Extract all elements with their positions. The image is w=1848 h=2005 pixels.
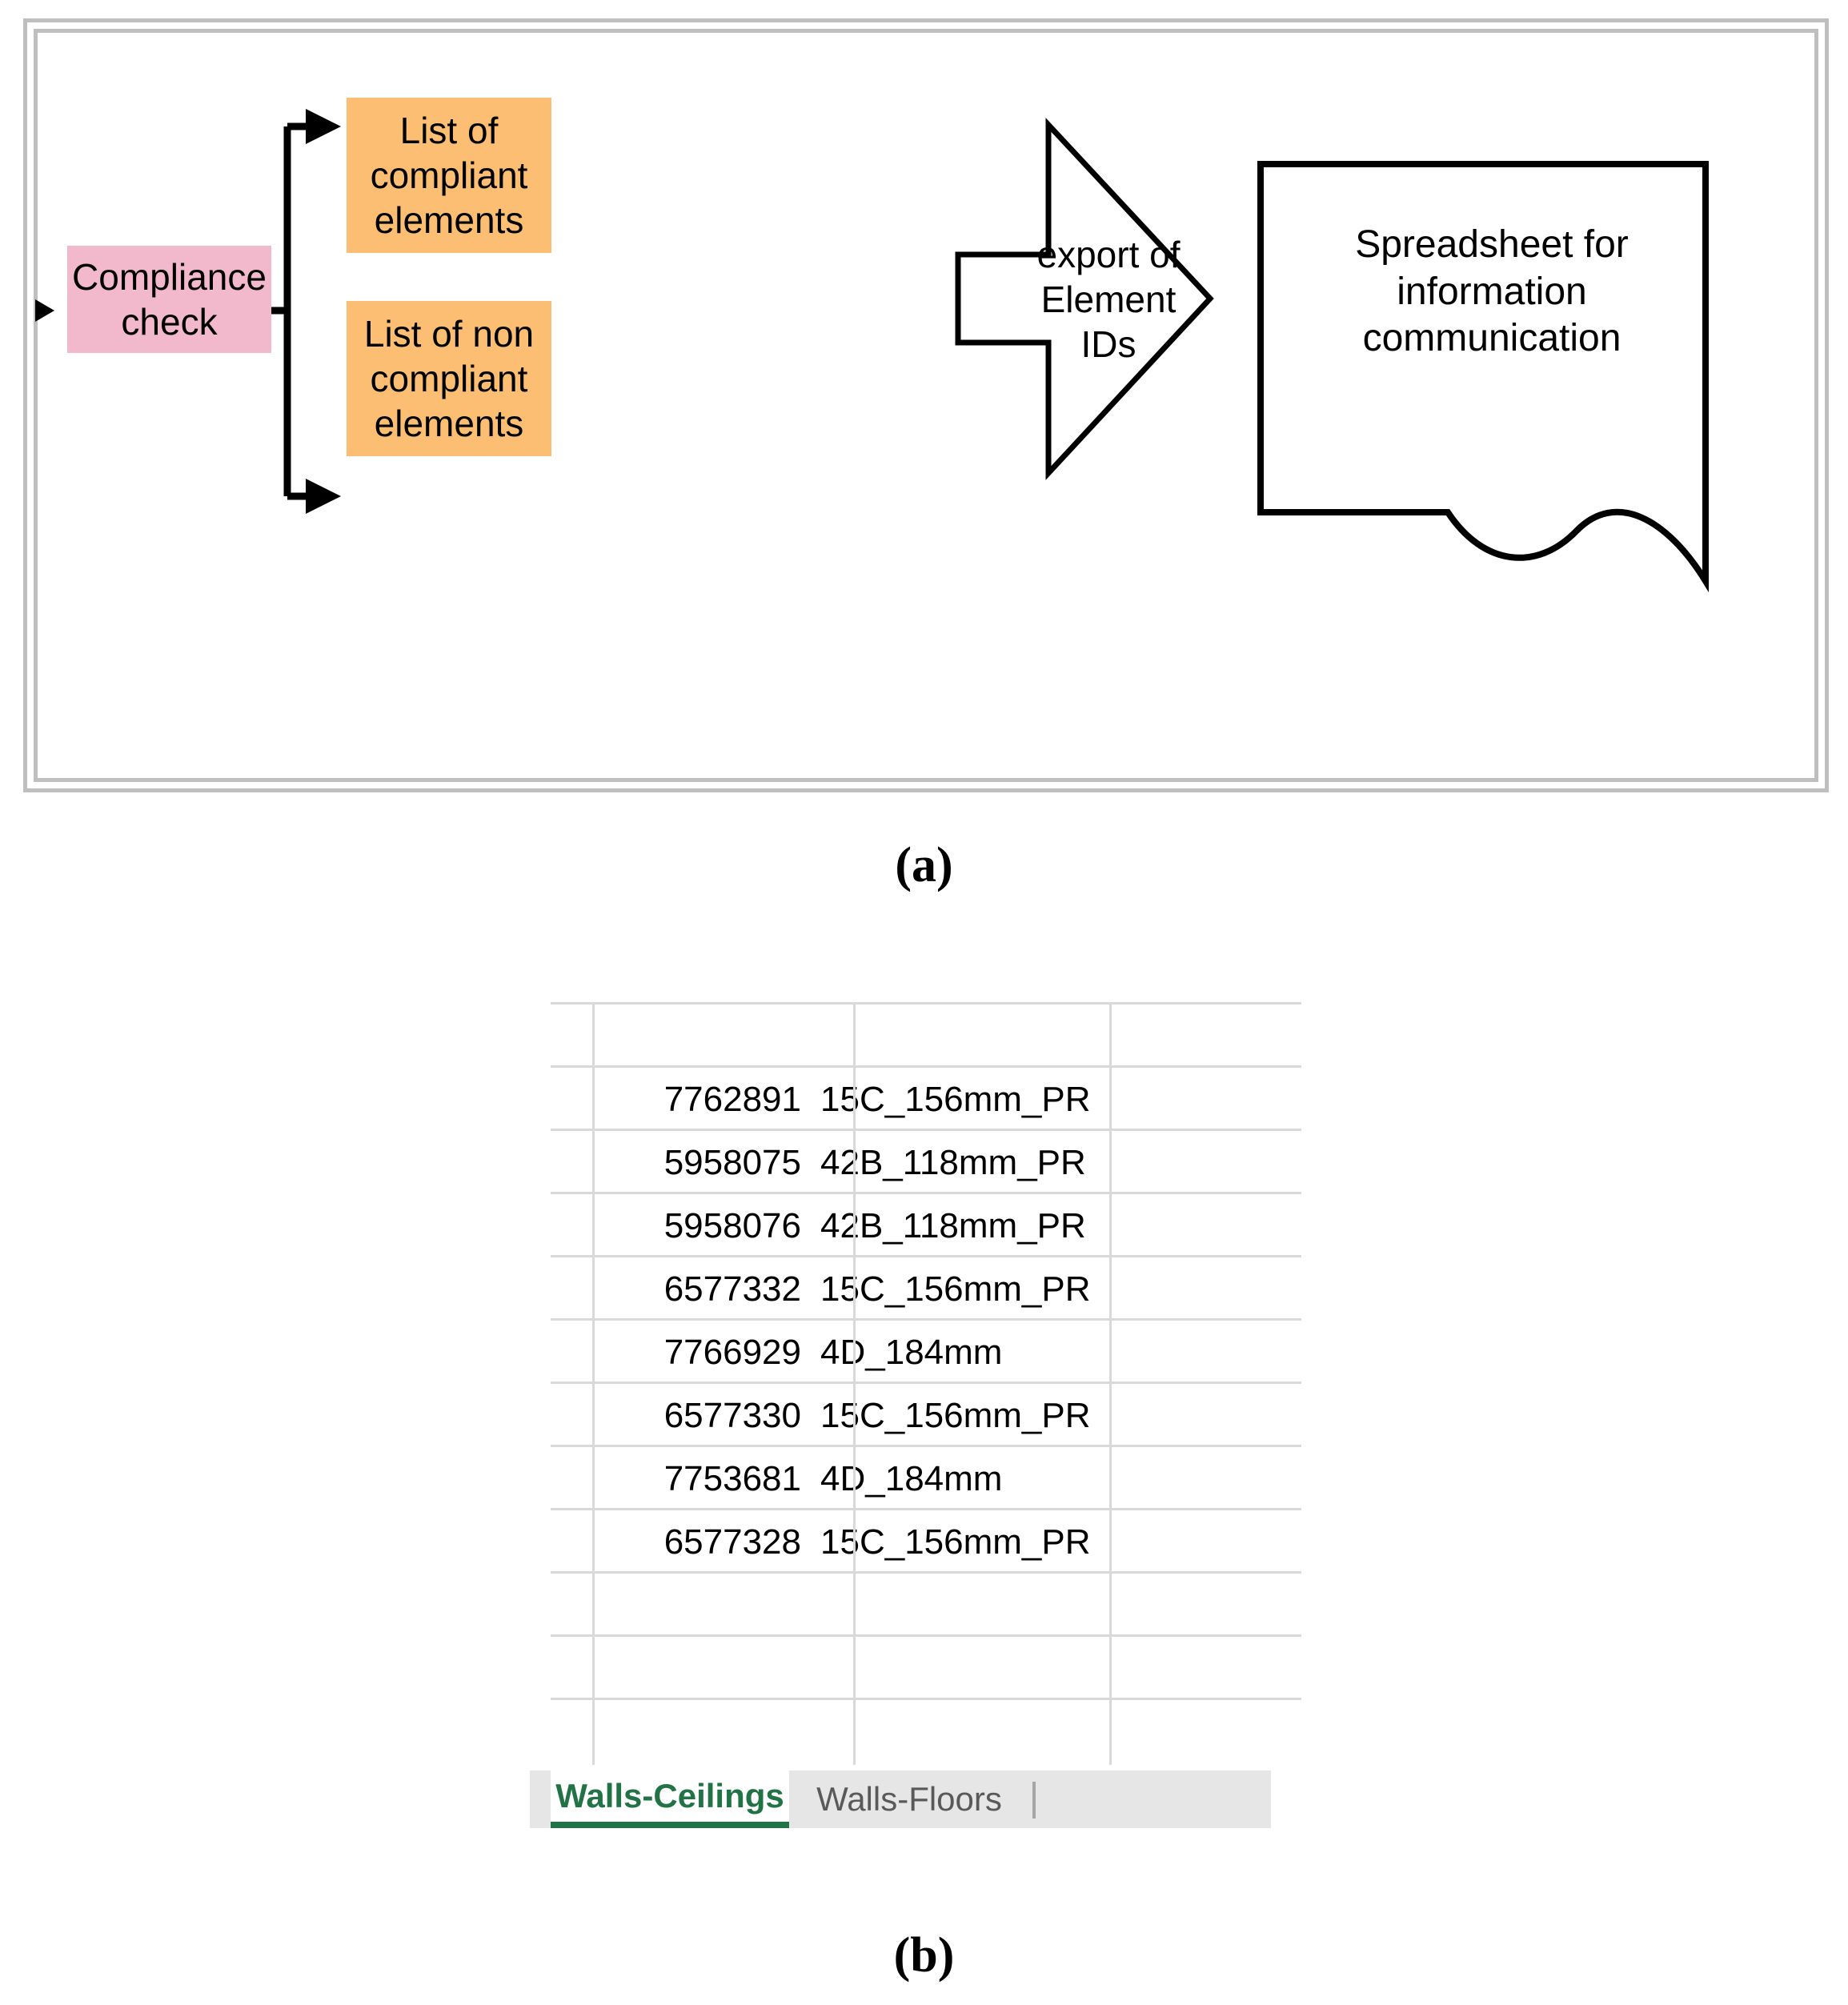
- table-row[interactable]: 7753681 4D_184mm: [551, 1445, 1301, 1509]
- sheet-tab-divider: [1032, 1782, 1036, 1819]
- cell-element-name[interactable]: 15C_156mm_PR: [820, 1269, 1091, 1309]
- sheet-tab-bar: Walls-Ceilings Walls-Floors: [528, 1770, 1329, 1828]
- gridline-vertical-3: [1109, 1005, 1112, 1765]
- flowchart-connectors: [35, 109, 1709, 593]
- caption-panel-b: (b): [893, 1928, 955, 1983]
- cell-element-name[interactable]: 42B_118mm_PR: [820, 1143, 1086, 1182]
- cell-element-id[interactable]: 6577328: [663, 1522, 801, 1562]
- cell-element-name[interactable]: 4D_184mm: [820, 1459, 1003, 1498]
- cell-element-name[interactable]: 15C_156mm_PR: [820, 1396, 1091, 1435]
- caption-panel-a: (a): [895, 838, 953, 892]
- table-row[interactable]: 6577332 15C_156mm_PR: [551, 1255, 1301, 1319]
- table-row[interactable]: 6577328 15C_156mm_PR: [551, 1508, 1301, 1572]
- cell-element-name[interactable]: [816, 1637, 1296, 1701]
- table-row[interactable]: [551, 1002, 1301, 1066]
- table-row[interactable]: 5958076 42B_118mm_PR: [551, 1192, 1301, 1256]
- gridline-vertical-1: [592, 1005, 595, 1765]
- cell-element-id[interactable]: [551, 1637, 808, 1701]
- cell-element-name[interactable]: [816, 1005, 1296, 1069]
- table-row[interactable]: 7762891 15C_156mm_PR: [551, 1065, 1301, 1129]
- cell-element-id[interactable]: 6577332: [663, 1269, 801, 1309]
- table-row[interactable]: 5958075 42B_118mm_PR: [551, 1129, 1301, 1193]
- cell-element-name[interactable]: 15C_156mm_PR: [820, 1522, 1091, 1562]
- table-row[interactable]: [551, 1634, 1301, 1698]
- cell-element-id[interactable]: 5958075: [663, 1143, 801, 1182]
- sheet-tab-walls-ceilings-label: Walls-Ceilings: [555, 1777, 784, 1815]
- cell-element-id[interactable]: 7766929: [663, 1333, 801, 1372]
- sheet-tab-walls-floors-label: Walls-Floors: [816, 1780, 1002, 1818]
- cell-element-name[interactable]: [816, 1700, 1296, 1764]
- gridline-vertical-2: [853, 1005, 856, 1765]
- cell-element-id[interactable]: 5958076: [663, 1206, 801, 1245]
- cell-element-name[interactable]: 4D_184mm: [820, 1333, 1003, 1372]
- sheet-tab-walls-ceilings[interactable]: Walls-Ceilings: [551, 1770, 789, 1828]
- table-row[interactable]: [551, 1571, 1301, 1635]
- table-row[interactable]: 6577330 15C_156mm_PR: [551, 1381, 1301, 1446]
- table-row[interactable]: [551, 1698, 1301, 1762]
- cell-element-name[interactable]: [816, 1574, 1296, 1638]
- cell-element-id[interactable]: 7753681: [663, 1459, 801, 1498]
- cell-element-id[interactable]: [551, 1700, 808, 1764]
- cell-element-id[interactable]: [551, 1574, 808, 1638]
- sheet-tab-walls-floors[interactable]: Walls-Floors: [791, 1770, 1028, 1828]
- figure-panel-a-inner-border: [34, 29, 1818, 782]
- cell-element-id[interactable]: 7762891: [663, 1080, 801, 1119]
- cell-element-id[interactable]: 6577330: [663, 1396, 801, 1435]
- sheet-tab-left-edge: [530, 1775, 547, 1823]
- cell-element-id[interactable]: [551, 1005, 808, 1069]
- table-row[interactable]: 7766929 4D_184mm: [551, 1318, 1301, 1382]
- cell-element-name[interactable]: 15C_156mm_PR: [820, 1080, 1091, 1119]
- cell-element-name[interactable]: 42B_118mm_PR: [820, 1206, 1086, 1245]
